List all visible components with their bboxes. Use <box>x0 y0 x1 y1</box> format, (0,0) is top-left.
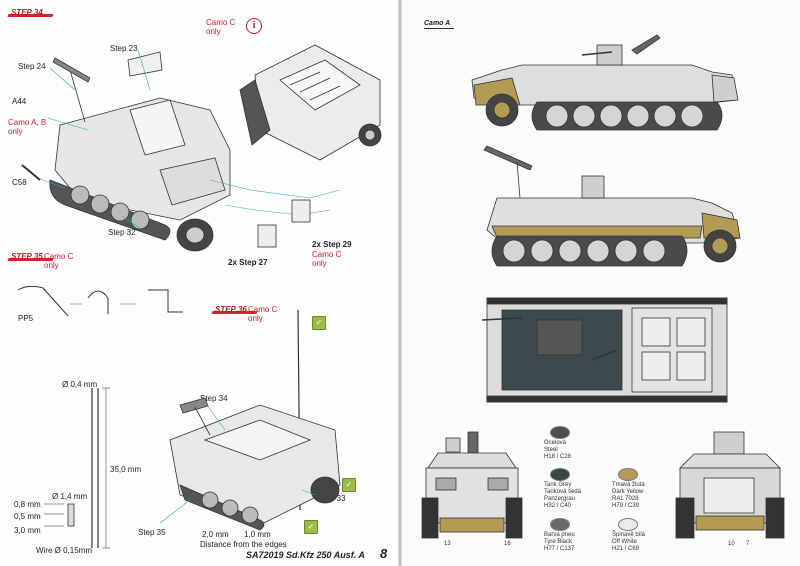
step34-camo-c-only: Camo C only <box>206 18 236 36</box>
dim-20: 2,0 mm <box>202 530 229 539</box>
step35-camo-c-only: Camo C only <box>44 252 74 270</box>
dim-05: 0,5 mm <box>14 512 41 521</box>
dim-30: 3,0 mm <box>14 526 41 535</box>
rear-view <box>675 431 785 539</box>
step35-bending-diagram <box>17 285 183 317</box>
callout-step35: Step 35 <box>138 528 166 537</box>
camo-a-label: Camo A <box>424 20 455 29</box>
step34-badge: STEP 34 <box>8 8 47 17</box>
step35-part-pp5: PP5 <box>18 314 34 323</box>
paint-label: Ocelová Steel H18 / C28 <box>544 440 572 460</box>
dim-10: 1,0 mm <box>244 530 271 539</box>
book-spine <box>398 0 402 566</box>
antenna-dimension-diagram <box>44 387 110 549</box>
paint-label: Tank Grey Tanková šedá Panzergrau H32 / … <box>544 482 582 509</box>
paint-label: Tmavá žlutá Dark Yellow RAL 7028 H79 / C… <box>612 482 645 509</box>
glue-icon: ✓ <box>342 478 356 492</box>
step36-camo-c-only: Camo C only <box>248 305 278 323</box>
dim-diam-14: Ø 1,4 mm <box>52 492 88 501</box>
side-view-left-profile <box>471 34 739 131</box>
step34-camo-c-vehicle <box>239 44 382 161</box>
paint-swatch <box>550 468 570 481</box>
paint-label: Špinavě bílá Off White H21 / C69 <box>612 532 646 552</box>
rear-number-left: 10 <box>728 541 735 547</box>
left-page: STEP 34 Camo C only i Step 23 Step 24 A4… <box>0 0 398 566</box>
info-warning-icon: i <box>246 18 262 34</box>
callout-step27: 2x Step 27 <box>228 258 268 267</box>
callout-step34: Step 34 <box>200 394 228 403</box>
dim-08: 0,8 mm <box>14 500 41 509</box>
callout-camo-c-only-2: Camo C only <box>312 250 342 268</box>
callout-step29: 2x Step 29 <box>312 240 352 249</box>
side-view-right-profile <box>483 145 741 267</box>
glue-icon: ✓ <box>304 520 318 534</box>
paint-swatch <box>618 468 638 481</box>
callout-step24: Step 24 <box>18 62 46 71</box>
dim-edges: Distance from the edges <box>200 540 287 549</box>
glue-icon: ✓ <box>312 316 326 330</box>
front-number-right: 16 <box>504 541 511 547</box>
footer-code: SA72019 Sd.Kfz 250 Ausf. A <box>246 550 365 560</box>
step35-badge: STEP 35 <box>8 252 47 261</box>
step36-badge: STEP 36 <box>212 305 251 314</box>
paint-label: Barva pneu Tyre Black H77 / C137 <box>544 532 575 552</box>
front-view <box>421 431 523 539</box>
callout-c58: C58 <box>12 178 27 187</box>
paint-swatch <box>550 518 570 531</box>
callout-step32: Step 32 <box>108 228 136 237</box>
page-number: 8 <box>380 546 388 561</box>
top-view <box>482 297 728 403</box>
right-page: Camo A <box>402 0 800 566</box>
dim-wire: Wire Ø 0,15mm <box>36 546 93 555</box>
step34-halftrack-drawing <box>21 49 341 252</box>
front-number-left: 13 <box>444 541 451 547</box>
callout-step23: Step 23 <box>110 44 138 53</box>
step36-vehicle-drawing <box>159 310 341 531</box>
paint-swatch <box>550 426 570 439</box>
dim-diam-04: Ø 0,4 mm <box>62 380 98 389</box>
callout-camo-ab-only: Camo A, B only <box>8 118 47 136</box>
rear-number-right: 7 <box>746 541 750 547</box>
paint-swatch <box>618 518 638 531</box>
callout-a44: A44 <box>12 97 27 106</box>
dim-len-35: 35,0 mm <box>110 465 142 474</box>
